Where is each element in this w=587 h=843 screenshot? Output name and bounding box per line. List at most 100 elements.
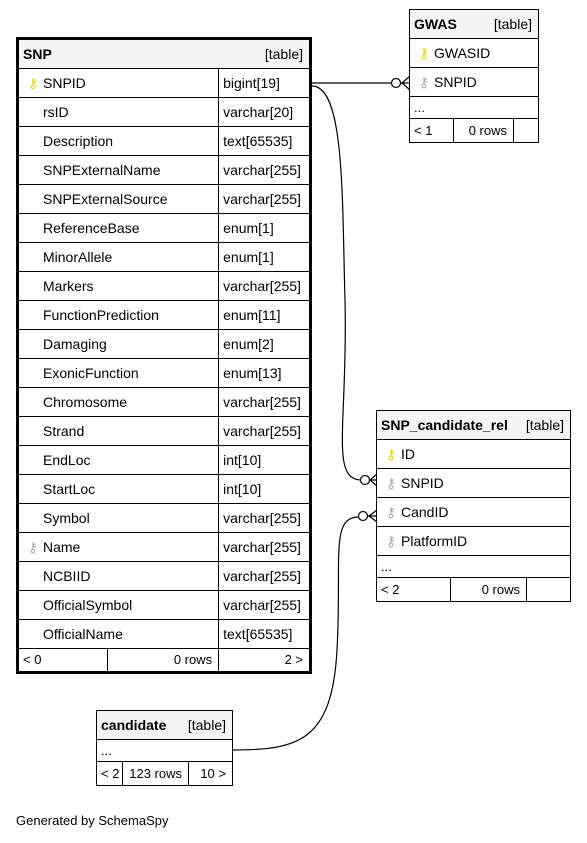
column-name-label: ID (401, 446, 415, 462)
link-candidate-rel (232, 516, 359, 751)
table-row: ⚷SNPID (376, 468, 571, 498)
column-type: enum[11] (218, 300, 311, 330)
column-type: varchar[255] (218, 503, 311, 533)
column-name-label: PlatformID (401, 533, 468, 549)
children-count (513, 118, 539, 143)
column-name-label: GWASID (434, 45, 491, 61)
children-count: 2 > (218, 648, 311, 673)
column-name-label: StartLoc (43, 481, 96, 497)
link-snp-rel (311, 85, 361, 481)
table-row: EndLoc int[10] (16, 445, 311, 475)
column-name-label: Chromosome (43, 394, 128, 410)
row-count: 123 rows (122, 761, 189, 786)
column-name: SNPExternalName (16, 155, 220, 185)
column-name-label: OfficialName (43, 626, 123, 642)
parents-count: < 2 (376, 577, 451, 602)
column-type: varchar[255] (218, 155, 311, 185)
column-name-label: Symbol (43, 510, 90, 526)
table-row: MinorAllele enum[1] (16, 242, 311, 272)
column-type: varchar[255] (218, 271, 311, 301)
row-count: 0 rows (453, 118, 514, 143)
column-name: ExonicFunction (16, 358, 220, 388)
column-type: varchar[255] (218, 532, 311, 562)
column-name-label: CandID (401, 504, 449, 520)
column-type: varchar[255] (218, 416, 311, 446)
column-name-label: OfficialSymbol (43, 597, 133, 613)
table-name: SNP_candidate_rel (381, 417, 508, 433)
column-type: enum[1] (218, 213, 311, 243)
table-type-tag: [table] (493, 16, 532, 32)
parents-count: < 2 (96, 761, 123, 786)
table-type-tag: [table] (525, 417, 564, 433)
parents-count: < 1 (409, 118, 454, 143)
column-type: enum[1] (218, 242, 311, 272)
children-count: 10 > (188, 761, 233, 786)
crow-foot (369, 473, 378, 487)
column-name-label: Strand (43, 423, 85, 439)
key-icon: ⚷ (418, 45, 430, 61)
column-type: int[10] (218, 445, 311, 475)
table-row: ⚷PlatformID (376, 526, 571, 556)
column-type: varchar[255] (218, 590, 311, 620)
zero-marker (359, 474, 371, 486)
crow-foot (367, 509, 378, 523)
table-row: Markers varchar[255] (16, 271, 311, 301)
column-name: ⚷CandID (376, 497, 571, 527)
column-name: rsID (16, 97, 220, 127)
column-name: ⚷SNPID (376, 468, 571, 498)
column-name-label: ReferenceBase (43, 220, 140, 236)
column-type: varchar[20] (218, 97, 311, 127)
table-name: SNP (23, 46, 52, 62)
key-icon: ⚷ (27, 75, 39, 91)
column-name-label: Damaging (43, 336, 107, 352)
table-row: rsID varchar[20] (16, 97, 311, 127)
key-icon: ⚷ (385, 533, 397, 549)
column-name-label: Markers (43, 278, 94, 294)
key-icon: ⚷ (27, 539, 39, 555)
column-name-label: FunctionPrediction (43, 307, 159, 323)
column-name: ⚷SNPID (409, 67, 539, 97)
table-name: GWAS (414, 16, 457, 32)
row-count: 0 rows (106, 648, 220, 673)
table-row: ReferenceBase enum[1] (16, 213, 311, 243)
key-icon: ⚷ (385, 446, 397, 462)
row-count: 0 rows (450, 577, 527, 602)
column-name-label: MinorAllele (43, 249, 113, 265)
table-type-tag: [table] (187, 717, 226, 733)
column-name-label: ExonicFunction (43, 365, 139, 381)
table-row: FunctionPrediction enum[11] (16, 300, 311, 330)
children-count (526, 577, 571, 602)
column-name-label: EndLoc (43, 452, 91, 468)
column-name: ⚷Name (16, 532, 220, 562)
column-type: varchar[255] (218, 387, 311, 417)
column-name: Description (16, 126, 220, 156)
table-row: ⚷GWASID (409, 38, 539, 68)
table-footer: < 2 123 rows 10 > (96, 761, 233, 786)
key-icon: ⚷ (385, 504, 397, 520)
table-footer: < 0 0 rows 2 > (17, 648, 311, 673)
table-header: SNP_candidate_rel [table] (376, 410, 571, 440)
table-row: ⚷SNPID (409, 67, 539, 97)
column-name: EndLoc (16, 445, 220, 475)
column-name: ⚷SNPID (16, 68, 220, 98)
table-row: Strand varchar[255] (16, 416, 311, 446)
zero-marker (357, 510, 369, 522)
column-name: Damaging (16, 329, 220, 359)
column-type: enum[2] (218, 329, 311, 359)
column-name: ⚷PlatformID (376, 526, 571, 556)
table-header: SNP [table] (17, 38, 311, 69)
column-name-label: rsID (43, 104, 69, 120)
table-row: Chromosome varchar[255] (16, 387, 311, 417)
key-icon: ⚷ (418, 74, 430, 90)
table-type-tag: [table] (264, 46, 303, 62)
gwas-table: GWAS [table] ⚷GWASID⚷SNPID ... < 1 0 row… (409, 9, 539, 143)
zero-marker (390, 77, 402, 89)
column-type: varchar[255] (218, 561, 311, 591)
